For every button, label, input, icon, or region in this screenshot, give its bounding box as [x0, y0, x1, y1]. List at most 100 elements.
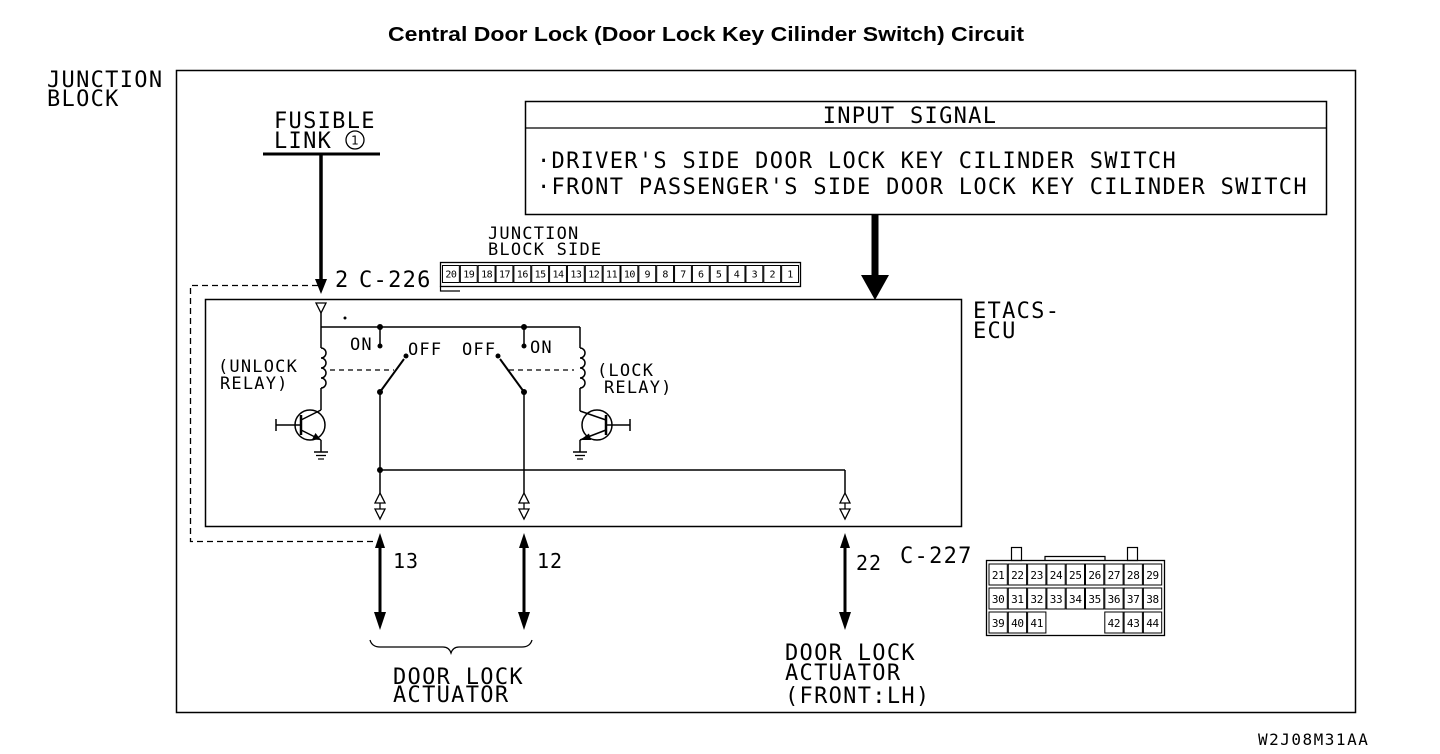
c227-connector-tab [1126, 546, 1139, 562]
c227-pin-number: 25 [1069, 569, 1082, 582]
c227-pin-number: 24 [1050, 569, 1063, 582]
jb-side-pin-cell [442, 265, 460, 283]
jb-side-pin-cell [727, 265, 746, 283]
unlock-relay: ON OFF (UNLOCK RELAY) [218, 327, 441, 460]
c227-pin-number: 31 [1011, 593, 1024, 606]
lock-switch-blade [499, 358, 525, 393]
terminal-12-label: 12 [537, 549, 563, 573]
jb-side-pin-number: 6 [698, 270, 704, 281]
c227-pin-number: 44 [1146, 617, 1159, 630]
input-signal-item: ·FRONT PASSENGER'S SIDE DOOR LOCK KEY CI… [537, 175, 1308, 200]
jb-side-pin-number: 15 [535, 270, 547, 281]
c227-pin-cell [1046, 587, 1066, 610]
input-signal-box: INPUT SIGNAL ·DRIVER'S SIDE DOOR LOCK KE… [524, 100, 1328, 216]
c227-pin-cell [1104, 611, 1124, 634]
jb-side-pin-number: 5 [716, 270, 722, 281]
c227-pin-cell [1007, 587, 1028, 610]
etacs-ecu-box [204, 298, 963, 528]
c227-pin-cell [1123, 611, 1143, 634]
unlock-switch-on-label: ON [350, 335, 373, 355]
lock-switch-on-contact [521, 343, 527, 349]
output-terminal-13 [373, 491, 387, 521]
jb-side-pin-number: 20 [445, 270, 457, 281]
jb-side-pin-cell [513, 265, 532, 283]
jb-side-label-line2: BLOCK SIDE [488, 240, 602, 260]
c227-pin-cell [1027, 611, 1047, 634]
c227-pin-cell [1142, 611, 1163, 634]
lock-relay-label-line1: (LOCK [597, 361, 654, 381]
lock-switch-on-label: ON [530, 338, 553, 358]
c227-pin-cell [1085, 563, 1105, 586]
fusible-link-label-line2: LINK [274, 129, 332, 154]
jb-side-pin-number: 9 [645, 270, 651, 281]
c227-pin-cell [1142, 563, 1163, 586]
c227-pin-cell [1046, 563, 1066, 586]
input-signal-header: INPUT SIGNAL [823, 104, 998, 129]
jb-side-pin-number: 18 [481, 270, 493, 281]
jb-side-pin-number: 1 [787, 270, 793, 281]
jb-side-pin-cell [781, 265, 800, 283]
c227-pin-cell [1142, 587, 1163, 610]
actuator-wire-12 [518, 533, 530, 630]
c227-connector-body [985, 559, 1166, 637]
door-lock-actuator-label-line2: ACTUATOR [393, 683, 509, 708]
c226-connector-name: C-226 [359, 268, 432, 293]
jb-side-pin-cell [602, 265, 621, 283]
lock-switch-off-label: OFF [462, 340, 496, 360]
etacs-ecu-label-line2: ECU [973, 319, 1017, 344]
c226-pin-number: 2 [335, 268, 350, 293]
front-lh-actuator-label-line3: (FRONT:LH) [785, 684, 930, 709]
jb-side-pin-cell [691, 265, 710, 283]
unlock-relay-transistor [275, 409, 326, 452]
fusible-link: FUSIBLE LINK 1 [263, 109, 380, 294]
jb-side-pin-cell [620, 265, 639, 283]
c227-pin-cell [988, 587, 1008, 610]
jb-side-pin-cell [709, 265, 728, 283]
jb-side-pin-number: 14 [553, 270, 565, 281]
c227-pin-number: 40 [1011, 617, 1024, 630]
c227-connector-tab [1010, 546, 1023, 562]
c227-pin-cell [1104, 587, 1124, 610]
c227-pin-cell [1085, 587, 1105, 610]
c227-pin-cell [1123, 587, 1143, 610]
input-signal-item: ·DRIVER'S SIDE DOOR LOCK KEY CILINDER SW… [537, 149, 1177, 174]
unlock-switch-on-contact [377, 343, 383, 349]
c227-pin-number: 28 [1127, 569, 1140, 582]
lock-relay: OFF ON (LOCK RELAY) [462, 327, 671, 460]
c227-pin-number: 41 [1030, 617, 1043, 630]
junction-block-label-line2: BLOCK [47, 87, 120, 112]
lock-relay-transistor [579, 409, 631, 452]
c227-pin-number: 35 [1088, 593, 1101, 606]
jb-side-label-line1: JUNCTION [488, 224, 579, 244]
jb-side-pin-cell [745, 265, 764, 283]
c227-pin-number: 39 [992, 617, 1005, 630]
jb-side-pin-cell [674, 265, 692, 283]
front-lh-actuator-label-line2: ACTUATOR [785, 661, 901, 686]
junction-block-boundary [189, 284, 374, 543]
jb-side-pin-cell [584, 265, 603, 283]
fusible-link-label-line1: FUSIBLE [274, 109, 376, 134]
c227-pin-cell [1065, 587, 1085, 610]
c227-pin-number: 32 [1030, 593, 1043, 606]
terminal-mark-dot [343, 316, 347, 320]
c227-pin-cell [988, 611, 1008, 634]
c227-pin-number: 23 [1030, 569, 1043, 582]
jb-side-pin-cell [566, 265, 585, 283]
jb-side-pin-cell [477, 265, 496, 283]
figure-code: W2J08M31AA [1258, 730, 1369, 749]
c227-pin-cell [1027, 563, 1047, 586]
c227-pin-number: 36 [1108, 593, 1121, 606]
jb-side-connector-body [439, 261, 802, 288]
c227-pin-number: 27 [1108, 569, 1121, 582]
c227-pin-cell [1007, 563, 1028, 586]
c227-pin-cell [988, 563, 1008, 586]
output-terminal-22 [838, 491, 852, 521]
c227-pin-number: 30 [992, 593, 1005, 606]
diagram-title: Central Door Lock (Door Lock Key Cilinde… [388, 24, 1024, 46]
jb-side-pin-cell [531, 265, 550, 283]
terminal-22-label: 22 [856, 551, 882, 575]
c227-pin-number: 38 [1146, 593, 1159, 606]
